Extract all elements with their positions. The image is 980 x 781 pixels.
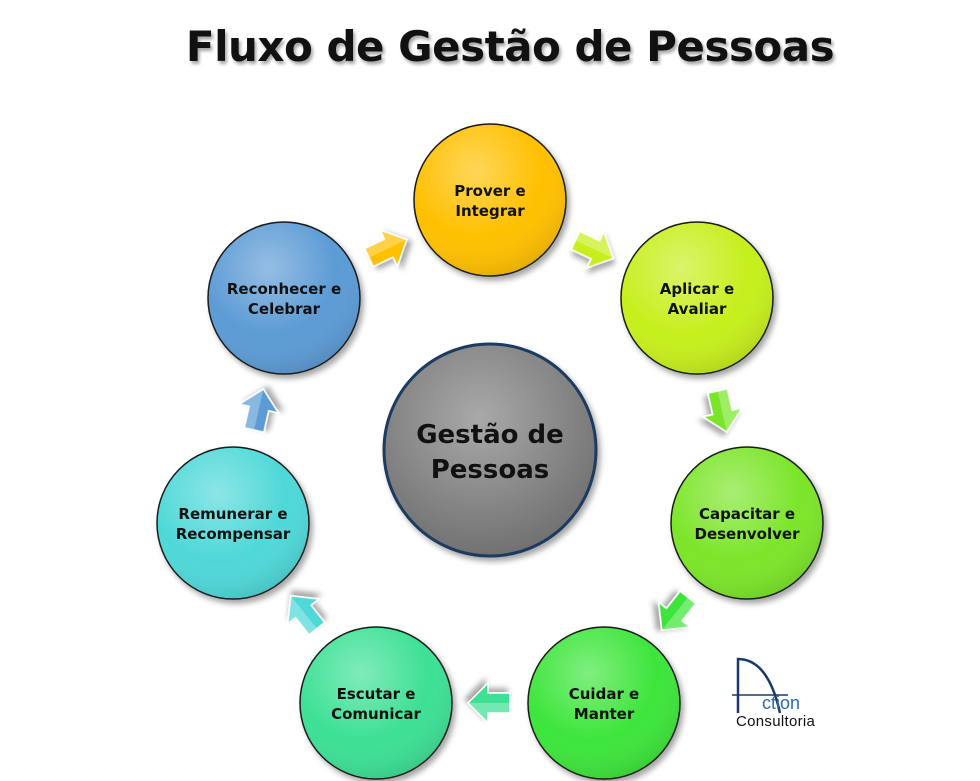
cycle-node-6: Remunerar e Recompensar <box>156 446 310 600</box>
center-label-line1: Gestão de <box>416 420 564 450</box>
logo-word-top: ction <box>762 693 801 713</box>
node-label-line1: Reconhecer e <box>227 280 341 298</box>
page-title: Fluxo de Gestão de Pessoas <box>185 22 835 71</box>
node-label-line2: Celebrar <box>248 300 321 318</box>
node-label-line1: Escutar e <box>337 685 416 703</box>
flow-arrow-5 <box>286 594 326 636</box>
cycle-node-1: Prover e Integrar <box>413 123 567 277</box>
flow-arrow-3 <box>657 590 697 632</box>
cycle-node-4: Cuidar e Manter <box>527 626 681 780</box>
flow-arrow-6 <box>237 388 281 434</box>
node-label-line2: Integrar <box>455 202 525 220</box>
flow-arrow-4 <box>466 681 511 725</box>
action-consultoria-logo: ction Consultoria <box>728 655 818 735</box>
cycle-node-3: Capacitar e Desenvolver <box>670 446 824 600</box>
center-node: Gestão de Pessoas <box>382 342 598 558</box>
node-label-line1: Cuidar e <box>569 685 639 703</box>
node-label-line1: Aplicar e <box>660 280 734 298</box>
node-label-line1: Prover e <box>454 182 525 200</box>
cycle-node-5: Escutar e Comunicar <box>299 626 453 780</box>
flow-arrow-1 <box>570 229 615 270</box>
node-label-line2: Recompensar <box>176 525 291 543</box>
cycle-node-7: Reconhecer e Celebrar <box>207 221 361 375</box>
center-label-line2: Pessoas <box>431 455 550 485</box>
node-label-line2: Comunicar <box>331 705 421 723</box>
node-label-line1: Capacitar e <box>699 505 795 523</box>
flow-arrow-7 <box>363 228 408 269</box>
node-label-line1: Remunerar e <box>178 505 287 523</box>
flow-arrow-2 <box>700 387 744 434</box>
cycle-node-2: Aplicar e Avaliar <box>620 221 774 375</box>
node-label-line2: Avaliar <box>668 300 727 318</box>
node-label-line2: Manter <box>574 705 635 723</box>
logo-word-bottom: Consultoria <box>736 713 816 730</box>
node-label-line2: Desenvolver <box>695 525 801 543</box>
logo-a-mark-icon <box>732 657 788 714</box>
